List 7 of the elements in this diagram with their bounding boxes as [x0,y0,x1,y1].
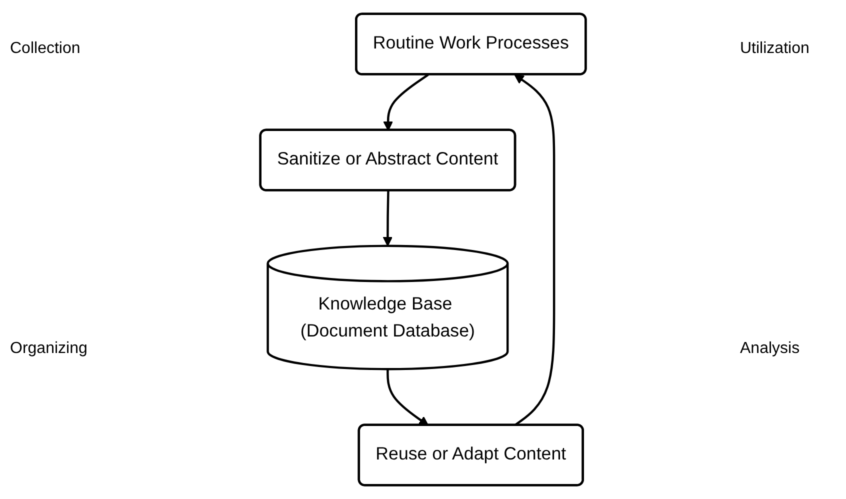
stage-label: Utilization [740,40,810,58]
stage-label: Organizing [10,340,88,358]
arrow [382,190,393,246]
stage-label: Analysis [740,340,800,358]
arrow [386,369,429,426]
stage-label: Collection [10,40,80,58]
arrow [383,74,429,131]
